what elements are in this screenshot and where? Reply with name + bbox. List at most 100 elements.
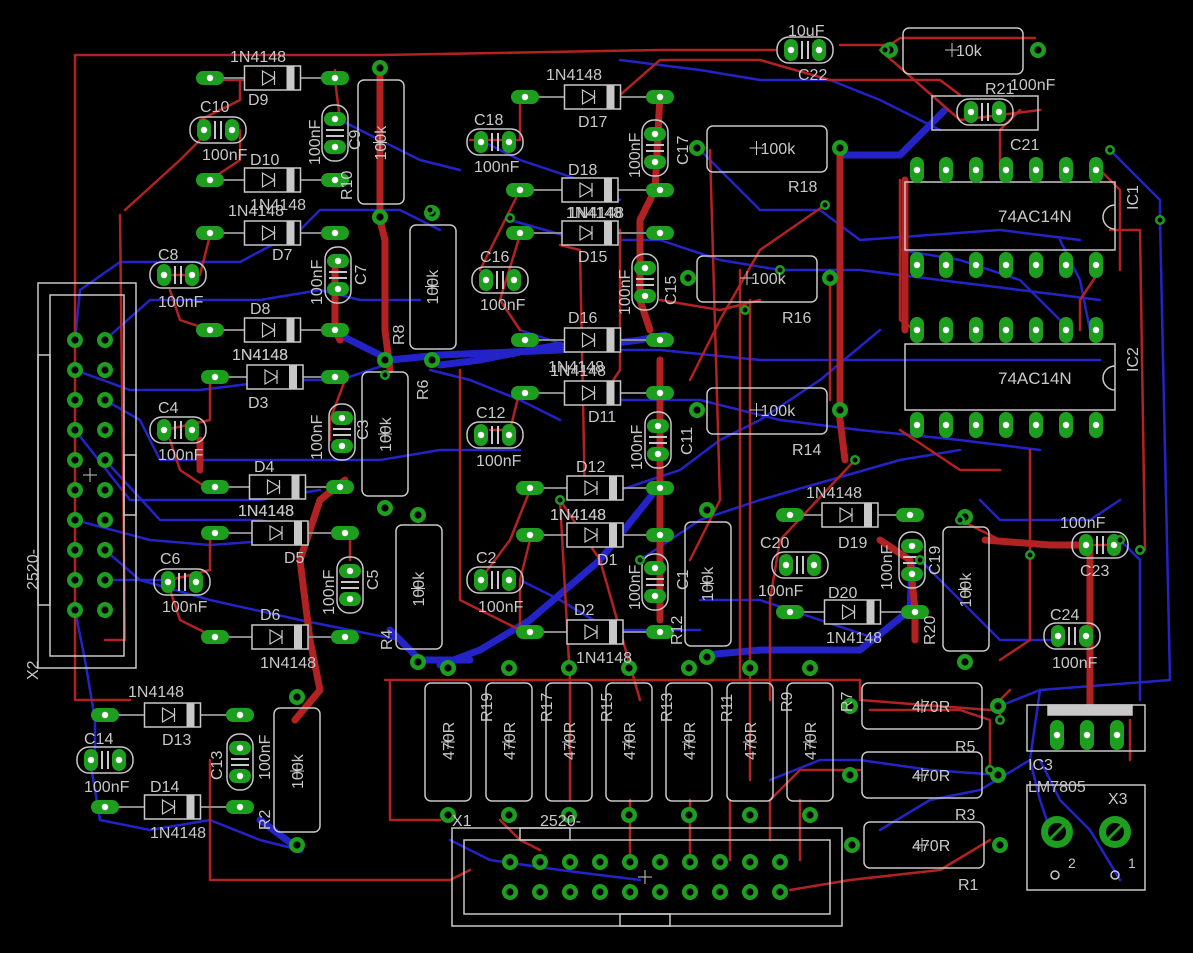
c1-name: C1 bbox=[675, 569, 692, 590]
d17-pad-a bbox=[511, 90, 539, 104]
via bbox=[955, 515, 965, 525]
x3-terminal-2 bbox=[1099, 816, 1131, 848]
c8-capacitor bbox=[149, 261, 207, 289]
via bbox=[995, 715, 1005, 725]
r19-pad-1 bbox=[440, 660, 456, 676]
c23-name: C23 bbox=[1080, 563, 1109, 580]
c15-value: 100nF bbox=[617, 269, 634, 315]
c10-pad-2 bbox=[225, 119, 239, 141]
c8-value: 100nF bbox=[158, 294, 204, 311]
d4-value: 1N4148 bbox=[238, 503, 294, 520]
c16-name: C16 bbox=[480, 249, 509, 266]
r12-label: R12 bbox=[669, 616, 686, 645]
r1-label: R1 bbox=[958, 877, 979, 894]
d5-diode bbox=[251, 520, 309, 546]
x2-label: X2 bbox=[25, 660, 42, 680]
x2-pin-17 bbox=[67, 572, 83, 588]
x2-pin-10 bbox=[97, 452, 113, 468]
d10-name: D10 bbox=[250, 152, 279, 169]
r18-value: 100k bbox=[761, 141, 797, 158]
d5-value: 1N4148 bbox=[238, 503, 294, 520]
r21-pad-2 bbox=[1030, 42, 1046, 58]
c21-value: 100nF bbox=[1010, 77, 1056, 94]
r17-pad-1 bbox=[501, 660, 517, 676]
ic2-label: IC2 bbox=[1125, 347, 1142, 372]
ic2-pin-10 bbox=[1029, 317, 1043, 343]
x1-pin-2 bbox=[502, 884, 518, 900]
d20-pad-a bbox=[776, 605, 804, 619]
c1-capacitor bbox=[641, 553, 669, 611]
via bbox=[915, 555, 925, 565]
x1-pin-3 bbox=[532, 854, 548, 870]
c13-value: 100nF bbox=[257, 734, 274, 780]
c18-value: 100nF bbox=[474, 159, 520, 176]
d9-pad-k bbox=[321, 71, 349, 85]
r20-label: R20 bbox=[922, 616, 939, 645]
ic2-pin-4 bbox=[999, 412, 1013, 438]
c4-pad-2 bbox=[185, 419, 199, 441]
d13-pad-a bbox=[91, 708, 119, 722]
x2-pin-12 bbox=[97, 482, 113, 498]
c4-value: 100nF bbox=[158, 447, 204, 464]
r15-value: 470R bbox=[562, 722, 579, 760]
c4-capacitor bbox=[149, 416, 207, 444]
via bbox=[635, 555, 645, 565]
c2-pad-2 bbox=[502, 569, 516, 591]
r11-value: 470R bbox=[682, 722, 699, 760]
r19-pad-2 bbox=[440, 807, 456, 823]
r4-label: R4 bbox=[379, 629, 396, 650]
c21-pad-1 bbox=[964, 101, 978, 123]
r13-pad-2 bbox=[621, 807, 637, 823]
c1-value: 100nF bbox=[627, 564, 644, 610]
d8-diode bbox=[243, 317, 302, 343]
c12-pad-1 bbox=[474, 424, 488, 446]
r18-pad-2 bbox=[832, 140, 848, 156]
d5-pad-a bbox=[201, 526, 229, 540]
r7-pad-1 bbox=[802, 660, 818, 676]
r2-label: R2 bbox=[257, 809, 274, 830]
x3-body bbox=[1026, 784, 1146, 891]
c18-name: C18 bbox=[474, 112, 503, 129]
x2-pin-19 bbox=[67, 602, 83, 618]
c14-pad-1 bbox=[84, 749, 98, 771]
c19-pad-2 bbox=[901, 567, 923, 581]
ic1-pin-8 bbox=[1089, 157, 1103, 183]
c7-capacitor bbox=[324, 246, 352, 304]
ic2-pin-3 bbox=[969, 412, 983, 438]
d7-name: D7 bbox=[272, 247, 293, 264]
c16-pad-1 bbox=[479, 269, 493, 291]
d11-diode bbox=[563, 380, 622, 406]
c19-name: C19 bbox=[927, 546, 944, 575]
ic3-pin-2 bbox=[1080, 720, 1094, 750]
c13-pad-2 bbox=[229, 769, 251, 783]
d14-value: 1N4148 bbox=[150, 825, 206, 842]
c6-pad-1 bbox=[161, 571, 175, 593]
c11-pad-1 bbox=[647, 419, 669, 433]
r17-value: 470R bbox=[502, 722, 519, 760]
c20-pad-1 bbox=[779, 554, 793, 576]
x2-pin-18 bbox=[97, 572, 113, 588]
ic1-pin-3 bbox=[969, 252, 983, 278]
x3-terminal-1 bbox=[1041, 816, 1073, 848]
via bbox=[985, 765, 995, 775]
r14-label: R14 bbox=[792, 442, 821, 459]
c5-capacitor bbox=[336, 556, 364, 614]
c12-pad-2 bbox=[502, 424, 516, 446]
x1-pin-18 bbox=[742, 884, 758, 900]
d12-pad-a bbox=[516, 481, 544, 495]
r4-value: 100k bbox=[411, 571, 428, 607]
r9-pad-2 bbox=[742, 807, 758, 823]
d19-pad-a bbox=[776, 508, 804, 522]
r10-value: 100k bbox=[373, 125, 390, 161]
r17-label: R17 bbox=[539, 693, 556, 722]
d18-diode bbox=[561, 177, 619, 203]
ic1-pin-6 bbox=[1059, 252, 1073, 278]
c10-value: 100nF bbox=[202, 147, 248, 164]
c16-value: 100nF bbox=[480, 297, 526, 314]
x2-pin-7 bbox=[67, 422, 83, 438]
c6-capacitor bbox=[153, 568, 211, 596]
c9-pad-1 bbox=[324, 112, 346, 126]
r3-label: R3 bbox=[955, 807, 976, 824]
ic1-pin-10 bbox=[1029, 157, 1043, 183]
